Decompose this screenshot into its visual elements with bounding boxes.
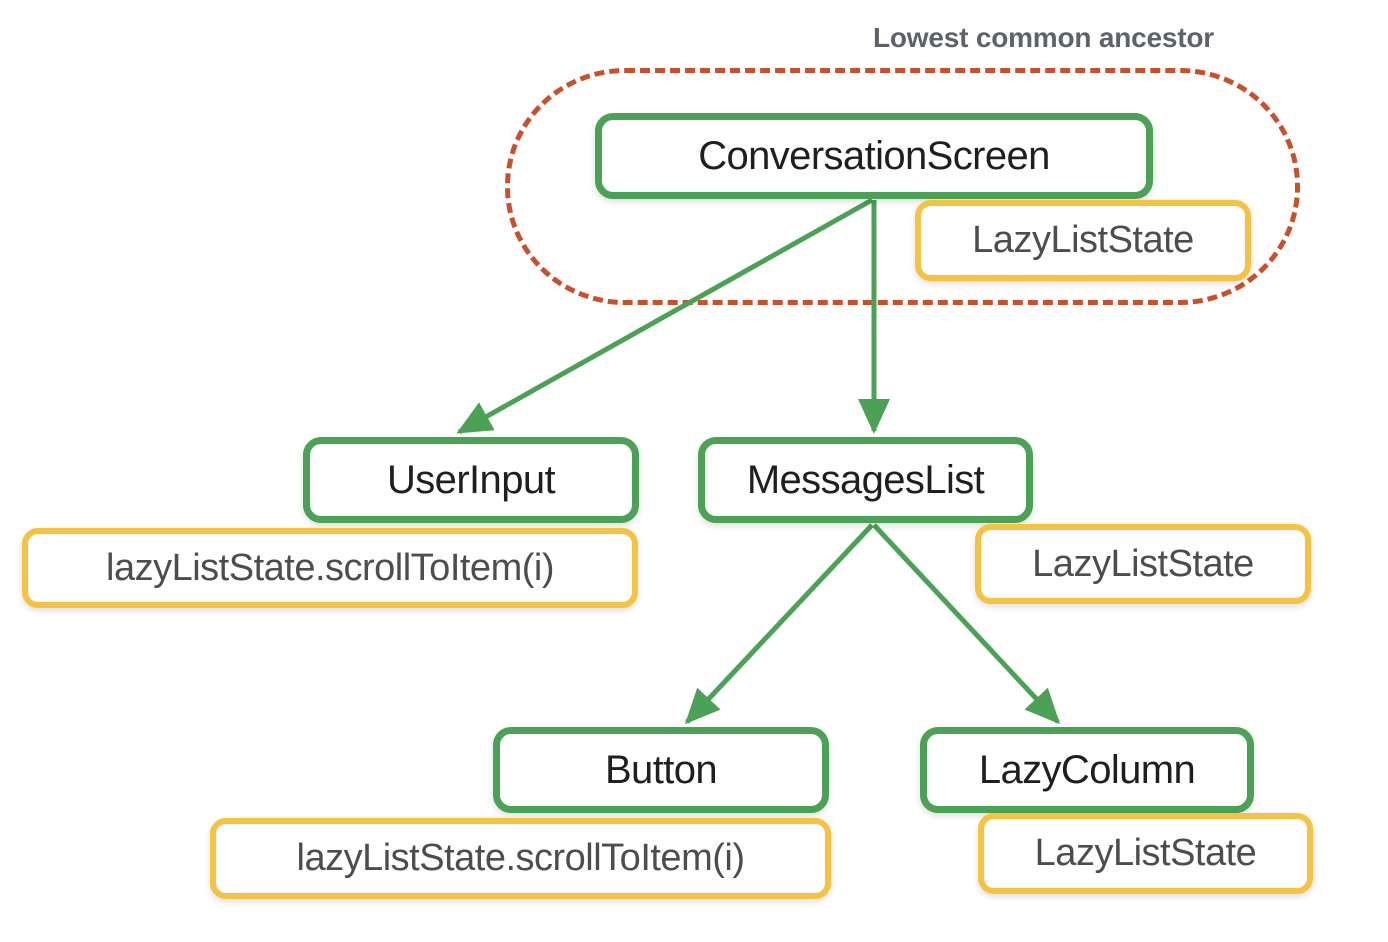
node-userinput[interactable]: UserInput: [303, 437, 639, 523]
node-button[interactable]: Button: [493, 727, 829, 813]
lowest-common-ancestor-hull: [505, 68, 1300, 305]
badge-userinput-scrolltoitem[interactable]: lazyListState.scrollToItem(i): [22, 528, 638, 608]
node-lazycolumn[interactable]: LazyColumn: [920, 727, 1254, 813]
badge-conversationscreen-lazyliststate[interactable]: LazyListState: [915, 200, 1251, 281]
badge-messageslist-lazyliststate[interactable]: LazyListState: [975, 524, 1311, 604]
badge-lazycolumn-lazyliststate[interactable]: LazyListState: [978, 813, 1313, 894]
edge-messageslist-to-button: [684, 523, 874, 725]
node-messageslist[interactable]: MessagesList: [698, 437, 1033, 523]
node-conversationscreen[interactable]: ConversationScreen: [595, 113, 1153, 199]
lowest-common-ancestor-label: Lowest common ancestor: [873, 22, 1215, 53]
badge-button-scrolltoitem[interactable]: lazyListState.scrollToItem(i): [210, 818, 831, 899]
